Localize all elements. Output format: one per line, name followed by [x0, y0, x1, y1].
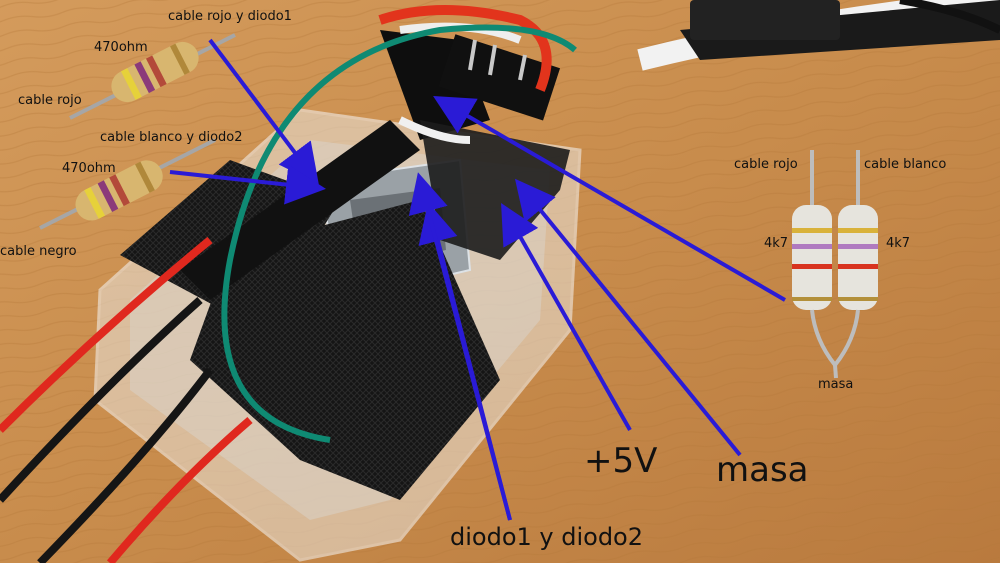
- arrow-masa: [514, 178, 742, 457]
- label-4k7-left: 4k7: [764, 236, 789, 251]
- label-470ohm-bottom: 470ohm: [62, 161, 116, 176]
- label-cable-rojo-left: cable rojo: [18, 93, 82, 108]
- arrow-cable-blanco: [169, 164, 326, 205]
- arrow-resistors: [433, 95, 787, 302]
- arrow-5v: [501, 203, 632, 431]
- connector-block: [690, 0, 840, 40]
- arrow-cable-rojo: [208, 38, 319, 185]
- green-wire: [221, 24, 577, 443]
- velcro-strip-main: [190, 200, 500, 500]
- label-plus5v: +5V: [584, 441, 658, 481]
- label-cable-blanco-diodo2: cable blanco y diodo2: [100, 130, 243, 145]
- label-diodos: diodo1 y diodo2: [450, 523, 644, 551]
- label-470ohm-top: 470ohm: [94, 40, 148, 55]
- heat-shrink: [180, 120, 420, 300]
- label-right-cable-blanco: cable blanco: [864, 157, 947, 172]
- resistor-pair-4k7: [792, 150, 878, 379]
- label-4k7-right: 4k7: [886, 236, 911, 251]
- label-masa-big: masa: [716, 450, 809, 490]
- pin-header: [438, 34, 561, 121]
- label-right-cable-rojo: cable rojo: [734, 157, 798, 172]
- arrow-diodo2: [408, 172, 512, 521]
- resistor-470-top: [69, 33, 236, 120]
- label-cable-negro: cable negro: [0, 244, 77, 259]
- label-masa-small: masa: [818, 377, 854, 392]
- label-cable-rojo-diodo1: cable rojo y diodo1: [168, 9, 292, 24]
- resistor-470-bottom: [39, 138, 216, 230]
